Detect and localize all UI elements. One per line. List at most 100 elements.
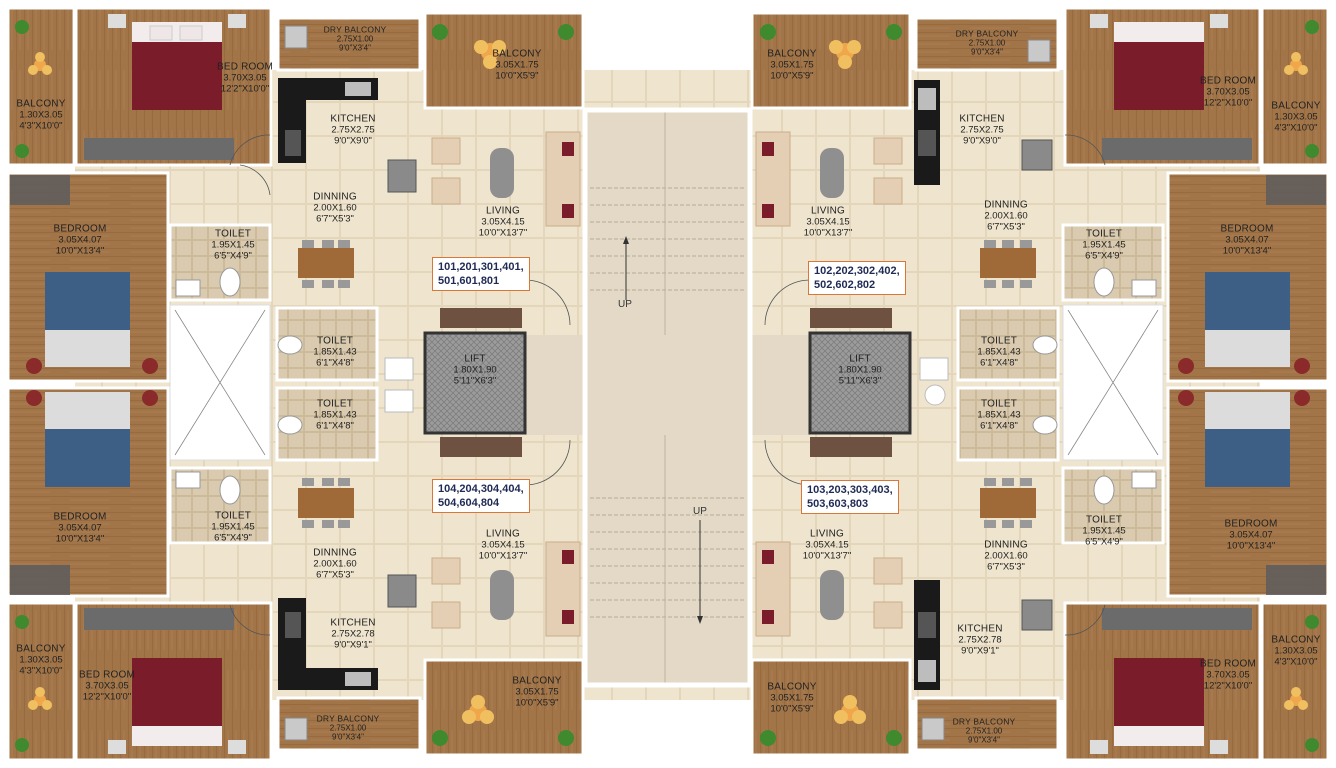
room-balcony-br	[1260, 601, 1330, 762]
room-metric: 3.05X4.07	[1229, 529, 1273, 541]
room-metric: 1.80X1.90	[838, 364, 882, 376]
room-imperial: 9'0"X3'4"	[968, 735, 1000, 745]
room-name: BEDROOM	[53, 223, 107, 235]
room-metric: 1.95X1.45	[211, 239, 255, 251]
room-imperial: 6'5"X4'9"	[214, 532, 252, 544]
room-name: BALCONY	[492, 48, 542, 60]
room-metric: 3.70X3.05	[1206, 669, 1250, 681]
room-imperial: 4'3"X10'0"	[1274, 122, 1318, 134]
unit-numbers-bl: 104,204,304,404,504,604,804	[432, 479, 530, 513]
room-name: LIVING	[809, 528, 844, 540]
room-balcony2-bl	[423, 658, 585, 757]
room-balcony-tr	[1260, 6, 1330, 167]
room-name: DINNING	[313, 547, 357, 559]
stair-up-label-top: UP	[618, 299, 632, 310]
room-imperial: 6'7"X5'3"	[987, 221, 1025, 233]
room-imperial: 9'0"X9'1"	[961, 645, 999, 657]
room-imperial: 6'5"X4'9"	[1085, 250, 1123, 262]
unit-numbers-tl: 101,201,301,401,501,601,801	[432, 257, 530, 291]
room-name: DINNING	[984, 539, 1028, 551]
room-metric: 2.00X1.60	[984, 550, 1028, 562]
room-metric: 2.75X2.78	[958, 634, 1002, 646]
room-name: BALCONY	[16, 98, 66, 110]
unit-line1: 101,201,301,401,	[438, 261, 524, 273]
room-metric: 3.05X4.15	[481, 539, 525, 551]
room-balcony2-tl	[423, 11, 585, 110]
room-metric: 1.85X1.43	[977, 409, 1021, 421]
room-metric: 3.05X1.75	[515, 686, 559, 698]
room-bedroom2-tl	[6, 171, 170, 383]
room-imperial: 4'3"X10'0"	[1274, 656, 1318, 668]
room-imperial: 12'2"X10'0"	[1203, 680, 1253, 692]
room-imperial: 4'3"X10'0"	[19, 120, 63, 132]
room-name: LIVING	[485, 528, 520, 540]
room-metric: 3.05X1.75	[770, 692, 814, 704]
room-imperial: 12'2"X10'0"	[82, 691, 132, 703]
room-balcony2-br	[750, 658, 912, 757]
room-metric: 2.00X1.60	[984, 210, 1028, 222]
room-name: TOILET	[1085, 514, 1123, 526]
room-imperial: 6'5"X4'9"	[1085, 536, 1123, 548]
room-name: LIFT	[849, 353, 871, 365]
room-name: KITCHEN	[959, 113, 1005, 125]
room-metric: 3.05X1.75	[770, 59, 814, 71]
room-metric: 1.30X3.05	[1274, 645, 1318, 657]
room-imperial: 5'11"X6'3"	[838, 375, 882, 387]
room-metric: 1.95X1.45	[1082, 525, 1126, 537]
room-name: DINNING	[313, 191, 357, 203]
room-name: LIVING	[485, 205, 520, 217]
room-imperial: 5'11"X6'3"	[453, 375, 497, 387]
room-metric: 1.95X1.45	[211, 521, 255, 533]
room-imperial: 10'0"X13'4"	[1222, 245, 1272, 257]
room-imperial: 6'7"X5'3"	[316, 569, 354, 581]
lift-right	[808, 331, 912, 435]
room-metric: 2.75X1.00	[968, 38, 1006, 48]
room-metric: 2.75X2.75	[331, 124, 375, 136]
room-metric: 3.05X4.15	[481, 216, 525, 228]
room-metric: 1.30X3.05	[19, 109, 63, 121]
room-name: BALCONY	[16, 643, 66, 655]
room-name: BALCONY	[1271, 634, 1321, 646]
room-metric: 1.80X1.90	[453, 364, 497, 376]
unit-numbers-br: 103,203,303,403,503,603,803	[801, 480, 899, 514]
room-metric: 3.05X4.07	[58, 522, 102, 534]
room-metric: 3.05X4.07	[1225, 234, 1269, 246]
room-imperial: 12'2"X10'0"	[220, 83, 270, 95]
room-imperial: 6'7"X5'3"	[316, 213, 354, 225]
room-name: BEDROOM	[53, 511, 107, 523]
room-imperial: 10'0"X13'7"	[478, 550, 528, 562]
room-name: TOILET	[214, 510, 252, 522]
room-metric: 1.30X3.05	[1274, 111, 1318, 123]
room-metric: 3.05X4.07	[58, 234, 102, 246]
unit-numbers-tr: 102,202,302,402,502,602,802	[808, 261, 906, 295]
room-metric: 1.85X1.43	[313, 346, 357, 358]
room-metric: 2.00X1.60	[313, 558, 357, 570]
room-name: BALCONY	[767, 48, 817, 60]
unit-line2: 504,604,804	[438, 497, 500, 509]
room-metric: 3.70X3.05	[85, 680, 129, 692]
room-metric: 2.75X2.75	[960, 124, 1004, 136]
